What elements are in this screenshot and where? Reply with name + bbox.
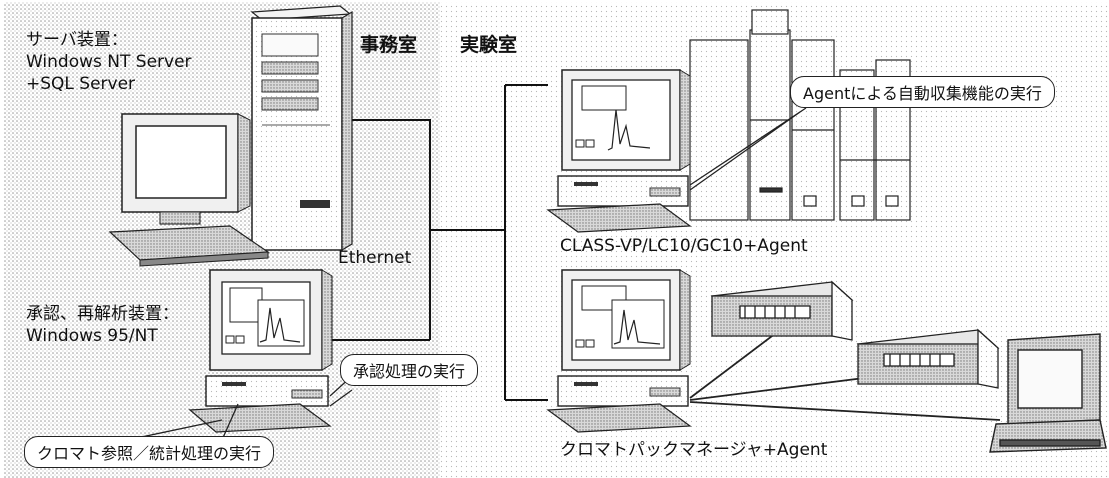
callout-reference: クロマト参照／統計処理の実行 (24, 436, 275, 468)
lab-pc1-label: CLASS-VP/LC10/GC10+Agent (560, 236, 808, 256)
approval-keyboard (188, 389, 353, 441)
server-label-3: +SQL Server (26, 74, 136, 94)
laptop (989, 333, 1107, 453)
ethernet-label: Ethernet (338, 248, 412, 268)
callout-approval: 承認処理の実行 (340, 354, 479, 386)
lab-pc2-monitor (557, 269, 691, 407)
callout-agent-collection: Agentによる自動収集機能の実行 (790, 76, 1055, 108)
server-label-1: サーバ装置： (26, 30, 128, 50)
room-office-label: 事務室 (360, 34, 418, 56)
approval-station-label-2: Windows 95/NT (26, 326, 158, 346)
lab-pc1-monitor (557, 69, 691, 207)
approval-station-label-1: 承認、再解析装置： (26, 304, 179, 324)
ethernet-lines (324, 84, 548, 401)
lab-pc2-label: クロマトパックマネージャ+Agent (560, 440, 828, 460)
chromatopac-2 (856, 328, 1000, 389)
server-monitor (121, 113, 251, 225)
server-label-2: Windows NT Server (26, 52, 192, 72)
chromatopac-1 (710, 280, 854, 341)
approval-monitor (205, 269, 333, 407)
room-lab-label: 実験室 (460, 34, 518, 56)
lab-pc2-links (689, 329, 1001, 421)
lab-pc2-keyboard (546, 403, 692, 433)
server-keyboard (108, 225, 270, 267)
lab-pc1-keyboard (546, 111, 801, 233)
server-tower (250, 5, 353, 252)
